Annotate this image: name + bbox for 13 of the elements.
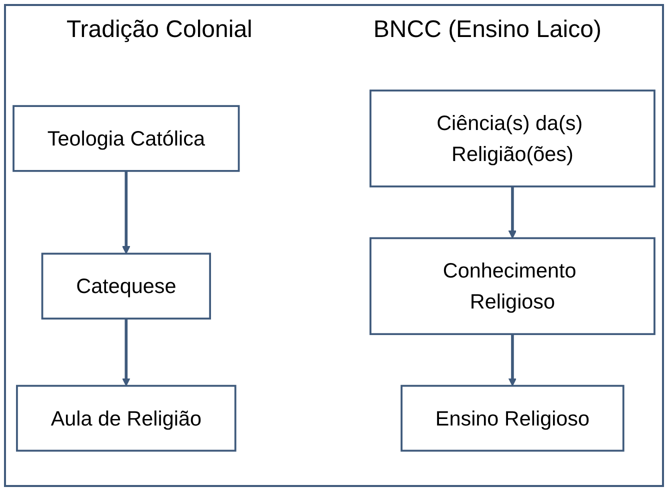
node-box xyxy=(12,104,240,172)
column-heading: BNCC (Ensino Laico) xyxy=(373,16,602,45)
node-box xyxy=(16,384,236,452)
arrow xyxy=(122,170,130,254)
node-box xyxy=(370,237,656,335)
node-box xyxy=(370,89,656,188)
node-box xyxy=(400,384,624,452)
arrow xyxy=(122,318,130,386)
node-box xyxy=(41,252,211,320)
arrow xyxy=(508,334,517,386)
arrow xyxy=(508,186,517,238)
frame-border: Tradição Colonial BNCC (Ensino Laico) Teologia Católica Ciência(s) da(s) Religião(ões) Catequese Conhecimento Religioso Aula de Religião Ensino Religioso xyxy=(4,4,664,487)
column-heading: Tradição Colonial xyxy=(66,16,252,45)
